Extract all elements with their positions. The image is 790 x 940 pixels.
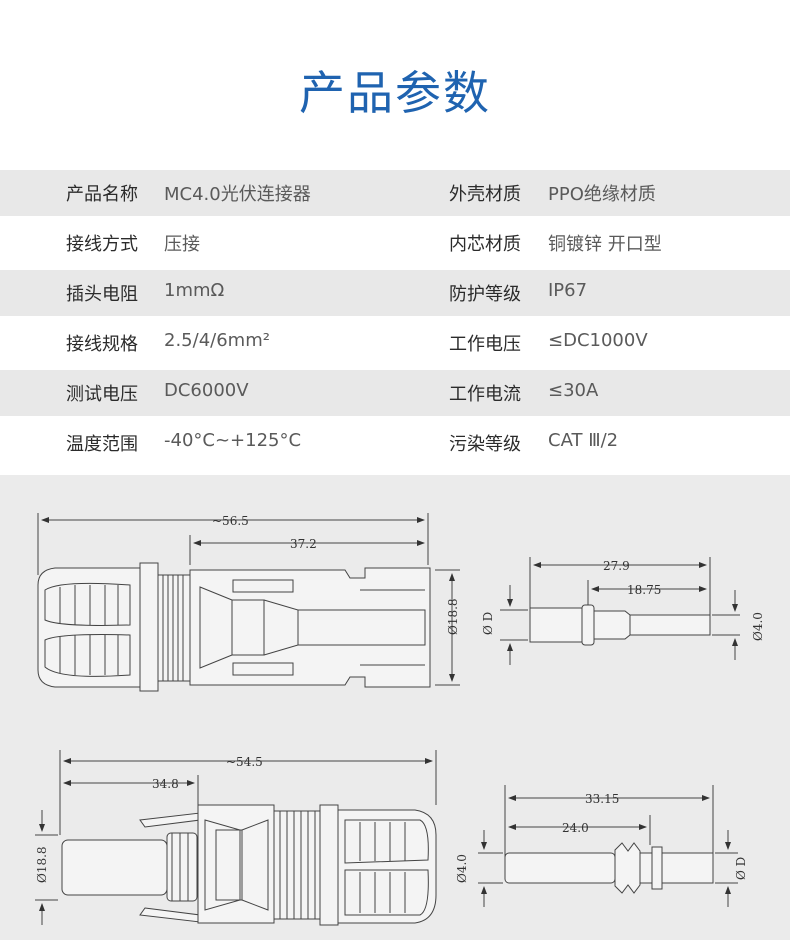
spec-value: ≤30A xyxy=(548,380,599,401)
spec-label: 接线方式 xyxy=(66,234,138,255)
spec-row: 接线方式 压接 内芯材质 铜镀锌 开口型 xyxy=(0,218,790,268)
spec-label: 温度范围 xyxy=(66,434,138,455)
spec-row: 接线规格 2.5/4/6mm² 工作电压 ≤DC1000V xyxy=(0,318,790,368)
spec-value: 压接 xyxy=(164,234,200,255)
spec-row: 温度范围 -40°C~+125°C 污染等级 CAT Ⅲ/2 xyxy=(0,418,790,468)
female-connector-drawing xyxy=(37,513,460,692)
spec-label: 工作电压 xyxy=(449,334,521,355)
spec-row: 测试电压 DC6000V 工作电流 ≤30A xyxy=(0,370,790,416)
spec-label: 接线规格 xyxy=(66,334,138,355)
female-pin-left-dia: Ø D xyxy=(481,612,495,635)
spec-row: 产品名称 MC4.0光伏连接器 外壳材质 PPO绝缘材质 xyxy=(0,170,790,216)
spec-value: DC6000V xyxy=(164,380,249,401)
male-pin-drawing xyxy=(478,785,738,907)
male-diameter-dim: Ø18.8 xyxy=(35,846,49,883)
female-pin-partial-dim: 18.75 xyxy=(627,583,661,597)
female-diameter-dim: Ø18.8 xyxy=(446,598,460,635)
spec-value: MC4.0光伏连接器 xyxy=(164,184,311,205)
female-overall-dim: ~56.5 xyxy=(212,514,249,528)
spec-label: 工作电流 xyxy=(449,384,521,405)
technical-drawings-svg: ~56.5 37.2 Ø18.8 27.9 18.75 Ø D Ø4.0 ~54… xyxy=(35,513,765,926)
male-pin-overall-dim: 33.15 xyxy=(585,792,619,806)
spec-label: 污染等级 xyxy=(449,434,521,455)
spec-label: 内芯材质 xyxy=(449,234,521,255)
female-pin-right-dia: Ø4.0 xyxy=(751,612,765,641)
male-partial-dim: 34.8 xyxy=(152,777,179,791)
spec-value: CAT Ⅲ/2 xyxy=(548,430,619,451)
spec-value: 1mmΩ xyxy=(164,280,225,301)
male-overall-dim: ~54.5 xyxy=(226,755,263,769)
female-partial-dim: 37.2 xyxy=(290,537,317,551)
spec-row: 插头电阻 1mmΩ 防护等级 IP67 xyxy=(0,270,790,316)
male-pin-partial-dim: 24.0 xyxy=(562,821,589,835)
technical-drawing-area: ~56.5 37.2 Ø18.8 27.9 18.75 Ø D Ø4.0 ~54… xyxy=(0,475,790,940)
female-pin-drawing xyxy=(500,557,740,665)
spec-table: 产品名称 MC4.0光伏连接器 外壳材质 PPO绝缘材质 接线方式 压接 内芯材质 铜镀… xyxy=(0,168,790,468)
male-pin-left-dia: Ø4.0 xyxy=(455,854,469,883)
spec-value: IP67 xyxy=(548,280,588,301)
spec-label: 测试电压 xyxy=(66,384,138,405)
spec-value: 2.5/4/6mm² xyxy=(164,330,270,351)
male-pin-right-dia: Ø D xyxy=(734,857,748,880)
spec-label: 产品名称 xyxy=(66,184,138,205)
spec-value: ≤DC1000V xyxy=(548,330,648,351)
spec-label: 外壳材质 xyxy=(449,184,521,205)
spec-value: 铜镀锌 开口型 xyxy=(548,234,662,255)
spec-value: -40°C~+125°C xyxy=(164,430,302,451)
page-title: 产品参数 xyxy=(299,66,491,120)
spec-label: 插头电阻 xyxy=(66,284,138,305)
male-connector-drawing xyxy=(35,750,437,926)
spec-label: 防护等级 xyxy=(449,284,521,305)
spec-value: PPO绝缘材质 xyxy=(548,184,656,205)
female-pin-overall-dim: 27.9 xyxy=(603,559,630,573)
